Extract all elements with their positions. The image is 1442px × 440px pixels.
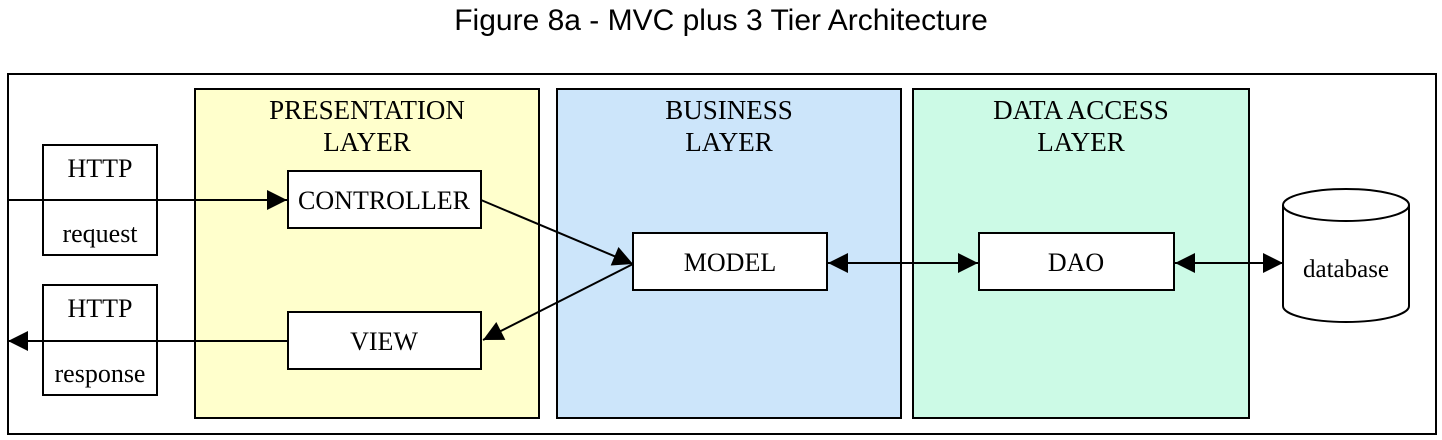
- view-label: VIEW: [350, 327, 418, 356]
- model-to-view-arrow: [482, 263, 634, 341]
- database-label: database: [1303, 256, 1389, 283]
- model-box: MODEL: [632, 232, 828, 291]
- http-request-label-line2: request: [62, 219, 138, 248]
- dao-label: DAO: [1048, 248, 1104, 277]
- business-layer-title-line2: LAYER: [685, 127, 773, 157]
- database-cylinder: database: [1282, 188, 1410, 323]
- business-layer-title-line1: BUSINESS: [665, 95, 793, 125]
- presentation-layer-title-line1: PRESENTATION: [269, 95, 465, 125]
- figure-title: Figure 8a - MVC plus 3 Tier Architecture: [454, 4, 988, 37]
- controller-label: CONTROLLER: [298, 186, 471, 215]
- controller-to-model-arrow: [480, 199, 634, 266]
- view-box: VIEW: [287, 311, 482, 370]
- http-request-label-line1: HTTP: [68, 154, 133, 183]
- model-label: MODEL: [684, 248, 776, 277]
- data-access-layer-title-line1: DATA ACCESS: [993, 95, 1169, 125]
- presentation-layer-title-line2: LAYER: [323, 127, 411, 157]
- http-response-label-line1: HTTP: [68, 294, 133, 323]
- dao-box: DAO: [978, 232, 1175, 291]
- controller-box: CONTROLLER: [287, 170, 482, 229]
- http-response-label-line2: response: [55, 359, 146, 388]
- data-access-layer-title-line2: LAYER: [1037, 127, 1125, 157]
